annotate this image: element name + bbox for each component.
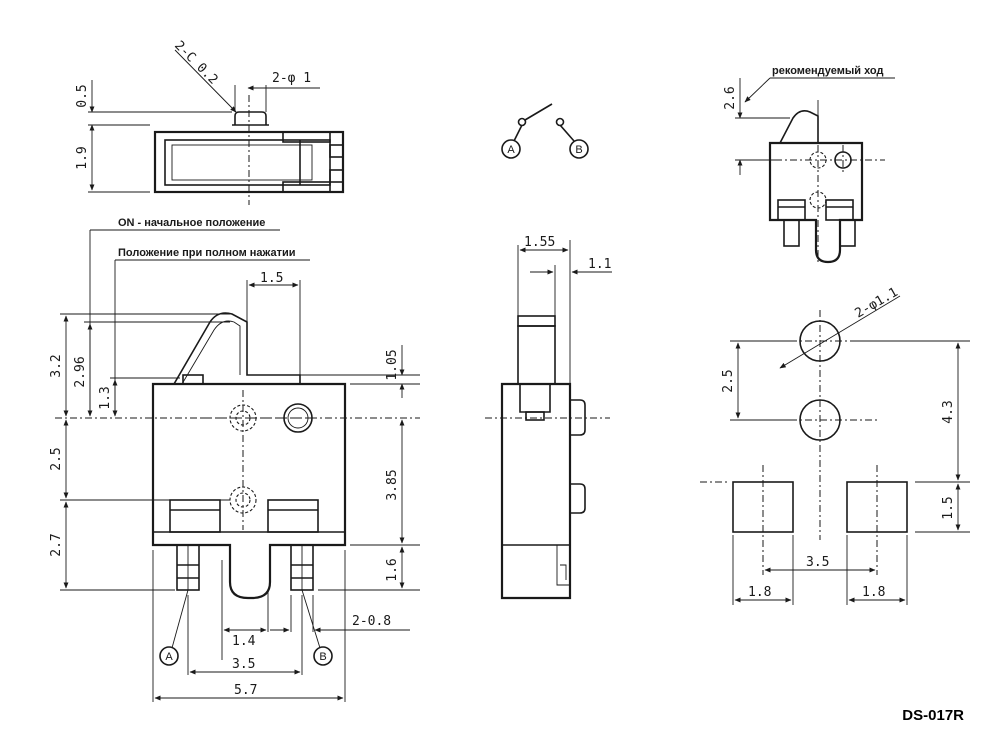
pcb-layout: 2.5 2-φ1.1 4.3 1.5 3.5 1.8 1.8	[700, 285, 970, 605]
schematic-terminal-b-label: B	[575, 144, 582, 156]
dim-front-35: 3.5	[232, 657, 255, 672]
dim-front-57: 5.7	[234, 683, 257, 698]
dim-top-19: 1.9	[75, 146, 90, 169]
dim-front-14: 1.4	[232, 634, 256, 649]
stroke-view: 2.6 рекомендуемый ход	[723, 65, 895, 265]
dim-front-2x08: 2-0.8	[352, 614, 391, 629]
dim-pcb-35: 3.5	[806, 555, 829, 570]
label-on-initial: ON - начальное положение	[118, 217, 265, 229]
dim-front-16: 1.6	[385, 558, 400, 581]
schematic-terminal-b	[569, 139, 589, 159]
top-view: 0.5 1.9 2-φ 1 2-C 0.2	[75, 38, 345, 205]
dim-pcb-18b: 1.8	[862, 585, 885, 600]
dim-front-385: 3.85	[385, 469, 400, 500]
dim-front-25: 2.5	[49, 447, 64, 470]
dim-side-155: 1.55	[524, 235, 555, 250]
dim-pcb-43: 4.3	[941, 400, 956, 423]
dim-side-11: 1.1	[588, 257, 611, 272]
schematic-terminal-a-label: A	[507, 144, 515, 156]
side-view: 1.55 1.1	[485, 235, 612, 600]
dim-front-296: 2.96	[73, 356, 88, 387]
terminal-b-marker	[313, 646, 333, 666]
front-view: ON - начальное положение Положение при п…	[49, 217, 420, 702]
dim-pcb-18a: 1.8	[748, 585, 771, 600]
label-recommended-travel: рекомендуемый ход	[772, 65, 884, 77]
dim-top-pin-dia: 2-φ 1	[272, 71, 311, 86]
switch-schematic: A B	[501, 103, 589, 159]
dim-front-15: 1.5	[260, 271, 283, 286]
label-full-press: Положение при полном нажатии	[118, 247, 296, 259]
terminal-b-label: B	[319, 651, 326, 663]
terminal-a-label: A	[165, 651, 173, 663]
dim-front-32: 3.2	[49, 354, 64, 377]
dim-pcb-hole-dia: 2-φ1.1	[853, 285, 901, 321]
dim-pcb-25: 2.5	[721, 369, 736, 392]
dim-stroke-26: 2.6	[723, 86, 738, 109]
dim-front-105: 1.05	[385, 349, 400, 380]
dim-front-27: 2.7	[49, 533, 64, 556]
model-code: DS-017R	[902, 707, 964, 724]
dim-front-13: 1.3	[98, 386, 113, 409]
schematic-terminal-a	[501, 139, 521, 159]
dim-top-05: 0.5	[75, 84, 90, 107]
dim-top-chamfer: 2-C 0.2	[171, 38, 220, 87]
terminal-a-marker	[159, 646, 179, 666]
dim-pcb-15: 1.5	[941, 496, 956, 519]
